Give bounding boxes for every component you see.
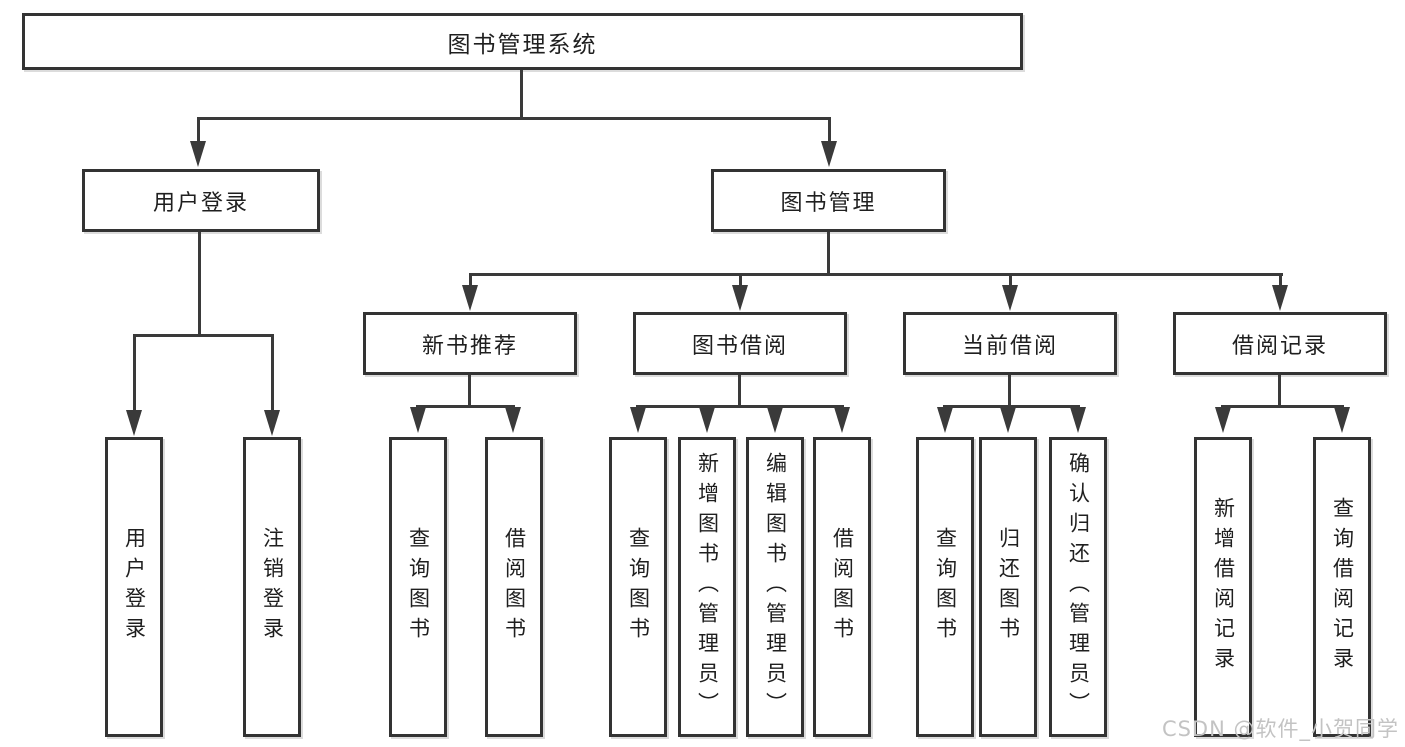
line-segment xyxy=(739,273,742,287)
leaf-return-books: 归还图书 xyxy=(979,437,1037,737)
arrowhead-down xyxy=(410,407,426,433)
arrowhead-down xyxy=(630,407,646,433)
node-book-management-label: 图书管理 xyxy=(780,190,877,216)
leaf-query-borrow-record-label: 查询借阅记录 xyxy=(1330,497,1355,677)
node-root-label: 图书管理系统 xyxy=(447,31,598,58)
line-segment xyxy=(943,405,1080,408)
line-segment xyxy=(828,117,831,143)
arrowhead-down xyxy=(462,285,478,311)
line-segment xyxy=(133,334,274,337)
arrowhead-down xyxy=(699,407,715,433)
leaf-borrow-books-1: 借阅图书 xyxy=(485,437,543,737)
line-segment xyxy=(1009,273,1012,287)
node-current-borrow-label: 当前借阅 xyxy=(961,333,1058,359)
arrowhead-down xyxy=(732,285,748,311)
arrowhead-down xyxy=(937,407,953,433)
arrowhead-down xyxy=(190,141,206,167)
leaf-query-borrow-record: 查询借阅记录 xyxy=(1313,437,1371,737)
leaf-confirm-return-admin: 确认归还（管理员） xyxy=(1049,437,1107,737)
line-segment xyxy=(1221,405,1344,408)
leaf-borrow-books-2: 借阅图书 xyxy=(813,437,871,737)
line-segment xyxy=(198,232,201,337)
node-borrow-records-label: 借阅记录 xyxy=(1231,333,1328,359)
leaf-edit-books-admin: 编辑图书（管理员） xyxy=(746,437,804,737)
line-segment xyxy=(133,334,136,412)
arrowhead-down xyxy=(505,407,521,433)
line-segment xyxy=(416,405,515,408)
line-segment xyxy=(469,273,472,287)
line-segment xyxy=(1279,273,1282,287)
node-current-borrow: 当前借阅 xyxy=(903,312,1117,375)
leaf-query-books-3-label: 查询图书 xyxy=(933,527,958,647)
node-root: 图书管理系统 xyxy=(22,13,1023,70)
node-user-login-label: 用户登录 xyxy=(152,190,249,216)
leaf-add-borrow-record-label: 新增借阅记录 xyxy=(1211,497,1236,677)
line-segment xyxy=(520,70,523,120)
leaf-query-books-2-label: 查询图书 xyxy=(626,527,651,647)
arrowhead-down xyxy=(1334,407,1350,433)
leaf-query-books-1-label: 查询图书 xyxy=(406,527,431,647)
node-book-management: 图书管理 xyxy=(711,169,946,232)
leaf-user-login-label: 用户登录 xyxy=(122,527,147,647)
line-segment xyxy=(468,375,471,408)
watermark: CSDN @软件_小贺同学 xyxy=(1161,717,1399,741)
leaf-user-login: 用户登录 xyxy=(105,437,163,737)
node-new-book-recommend: 新书推荐 xyxy=(363,312,577,375)
leaf-add-books-admin: 新增图书（管理员） xyxy=(678,437,736,737)
arrowhead-down xyxy=(1070,407,1086,433)
line-segment xyxy=(469,273,1283,276)
node-borrow-records: 借阅记录 xyxy=(1173,312,1387,375)
leaf-query-books-3: 查询图书 xyxy=(916,437,974,737)
arrowhead-down xyxy=(834,407,850,433)
leaf-borrow-books-2-label: 借阅图书 xyxy=(830,527,855,647)
line-segment xyxy=(271,334,274,412)
leaf-edit-books-admin-label: 编辑图书（管理员） xyxy=(763,452,788,722)
line-segment xyxy=(738,375,741,408)
arrowhead-down xyxy=(1000,407,1016,433)
node-new-book-recommend-label: 新书推荐 xyxy=(421,333,518,359)
leaf-add-borrow-record: 新增借阅记录 xyxy=(1194,437,1252,737)
arrowhead-down xyxy=(1215,407,1231,433)
leaf-query-books-1: 查询图书 xyxy=(389,437,447,737)
node-book-borrow-label: 图书借阅 xyxy=(691,333,788,359)
line-segment xyxy=(636,405,844,408)
arrowhead-down xyxy=(1272,285,1288,311)
leaf-logout-login: 注销登录 xyxy=(243,437,301,737)
arrowhead-down xyxy=(264,410,280,436)
leaf-add-books-admin-label: 新增图书（管理员） xyxy=(695,452,720,722)
leaf-borrow-books-1-label: 借阅图书 xyxy=(502,527,527,647)
node-user-login: 用户登录 xyxy=(82,169,320,232)
arrowhead-down xyxy=(1002,285,1018,311)
node-book-borrow: 图书借阅 xyxy=(633,312,847,375)
leaf-query-books-2: 查询图书 xyxy=(609,437,667,737)
arrowhead-down xyxy=(126,410,142,436)
leaf-confirm-return-admin-label: 确认归还（管理员） xyxy=(1066,452,1091,722)
line-segment xyxy=(1278,375,1281,408)
arrowhead-down xyxy=(821,141,837,167)
line-segment xyxy=(827,232,830,276)
leaf-return-books-label: 归还图书 xyxy=(996,527,1021,647)
arrowhead-down xyxy=(767,407,783,433)
line-segment xyxy=(197,117,831,120)
leaf-logout-login-label: 注销登录 xyxy=(260,527,285,647)
line-segment xyxy=(1008,375,1011,408)
line-segment xyxy=(197,117,200,143)
